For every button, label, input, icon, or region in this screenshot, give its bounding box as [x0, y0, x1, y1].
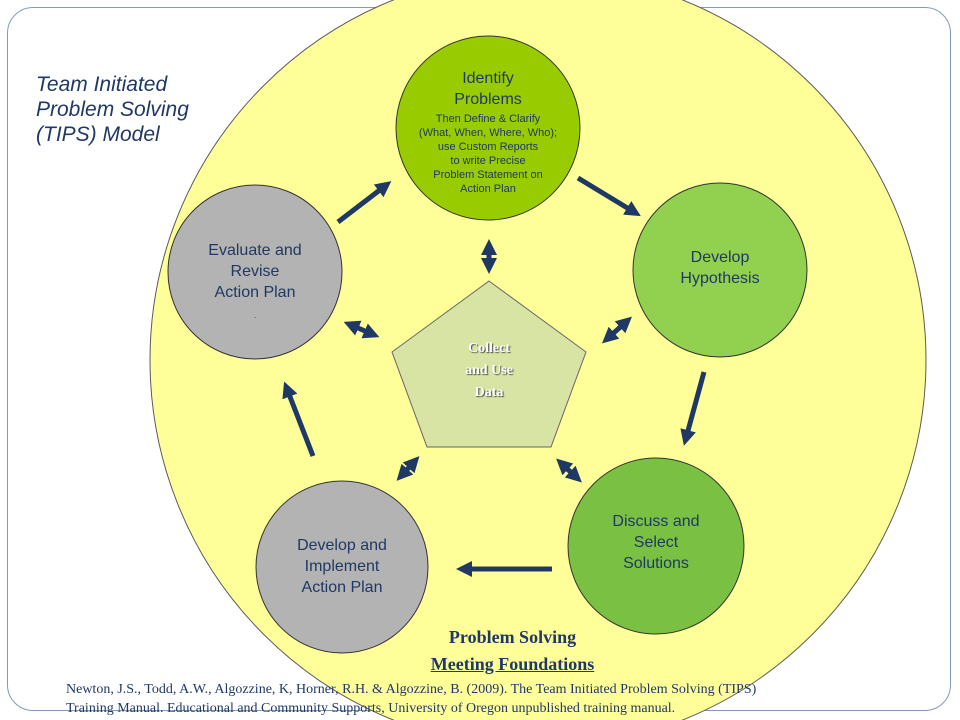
- citation-line: Newton, J.S., Todd, A.W., Algozzine, K, …: [66, 682, 757, 697]
- implement-plan-circle: [255, 480, 429, 654]
- node-description-line: Action Plan: [460, 183, 516, 195]
- arrow-identify-to-hypothesis: [576, 175, 641, 217]
- node-title: Identify Problems: [454, 68, 522, 110]
- foundations-line-underlined: Meeting Foundations: [430, 654, 595, 674]
- center-label-line: and Use: [465, 363, 513, 378]
- node-description-line: (What, When, Where, Who);: [418, 127, 558, 139]
- node-title-line: Develop: [690, 249, 750, 266]
- evaluate-revise-circle: [167, 184, 343, 360]
- node-title-line: Develop and: [297, 536, 387, 554]
- node-title-line: Discuss and: [612, 512, 700, 530]
- node-title-line: Implement: [304, 557, 380, 575]
- identify-problems-circle: [395, 35, 581, 221]
- collect-data-label: Collect and Use Data: [424, 338, 554, 404]
- implement-plan-node: Develop and Implement Action Plan: [262, 528, 422, 604]
- citation-line: Training Manual. Educational and Communi…: [66, 701, 676, 716]
- develop-hypothesis-node: Develop Hypothesis: [640, 238, 800, 298]
- center-label-line: Data: [474, 385, 504, 400]
- meeting-foundations-heading: Problem Solving Meeting Foundations: [380, 624, 645, 678]
- double-arrow-discuss: [556, 458, 582, 483]
- collect-data-pentagon: [391, 280, 587, 448]
- evaluate-revise-node: Evaluate and Revise Action Plan: [175, 233, 335, 309]
- node-title-line: Action Plan: [301, 578, 383, 596]
- title-line: Problem Solving: [36, 98, 189, 121]
- title-line: Team Initiated: [36, 73, 168, 96]
- develop-hypothesis-circle: [632, 182, 808, 358]
- citation-text: Newton, J.S., Todd, A.W., Algozzine, K, …: [66, 680, 926, 718]
- center-label-line: Collect: [468, 341, 510, 356]
- node-description: Then Define & Clarify (What, When, Where…: [419, 112, 557, 196]
- node-title-line: Solutions: [623, 554, 689, 572]
- arrow-hypothesis-to-discuss: [680, 371, 707, 446]
- node-title-line: Action Plan: [214, 283, 296, 301]
- double-arrow-implement: [396, 456, 420, 481]
- node-description-line: use Custom Reports: [437, 141, 539, 153]
- identify-problems-node: Identify Problems Then Define & Clarify …: [396, 60, 580, 204]
- node-description-line: to write Precise: [450, 155, 526, 167]
- discuss-select-circle: [567, 457, 745, 635]
- evaluate-node-dot: .: [254, 311, 257, 320]
- node-title-line: Evaluate and: [208, 241, 302, 259]
- node-title-line: Identify: [462, 70, 514, 87]
- title-line: (TIPS) Model: [36, 123, 160, 146]
- arrow-implement-to-evaluate: [282, 381, 316, 457]
- node-title-line: Select: [633, 533, 679, 551]
- double-arrow-hypothesis: [602, 316, 632, 344]
- foundations-line: Problem Solving: [448, 627, 577, 647]
- arrow-evaluate-to-identify: [336, 181, 392, 224]
- node-title-line: Problems: [454, 91, 522, 108]
- node-description-line: Problem Statement on: [433, 169, 543, 181]
- node-title-line: Hypothesis: [680, 270, 760, 287]
- double-arrow-evaluate: [343, 320, 380, 339]
- node-title-line: Revise: [230, 262, 280, 280]
- discuss-select-node: Discuss and Select Solutions: [576, 504, 736, 580]
- node-description-line: Then Define & Clarify: [435, 113, 541, 125]
- diagram-title: Team Initiated Problem Solving (TIPS) Mo…: [36, 72, 189, 147]
